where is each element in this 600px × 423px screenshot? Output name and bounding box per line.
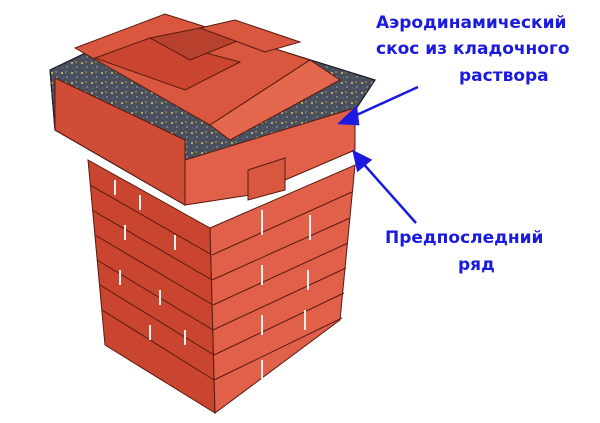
chimney-right-face [209,164,356,414]
penultimate-row-bricks [54,77,356,206]
label-penultimate-row-line1: Предпоследний [385,228,544,248]
label-aero-bevel-line1: Аэродинамический [376,13,567,33]
label-aero-bevel-line3: раствора [459,66,549,86]
arrow-aero-bevel [349,85,419,120]
top-bricks [73,13,341,141]
annotation-arrows [337,85,419,224]
label-penultimate-row-line2: ряд [458,255,495,275]
label-aero-bevel-line2: скос из кладочного [376,39,570,59]
arrow-penultimate-row [359,159,417,224]
